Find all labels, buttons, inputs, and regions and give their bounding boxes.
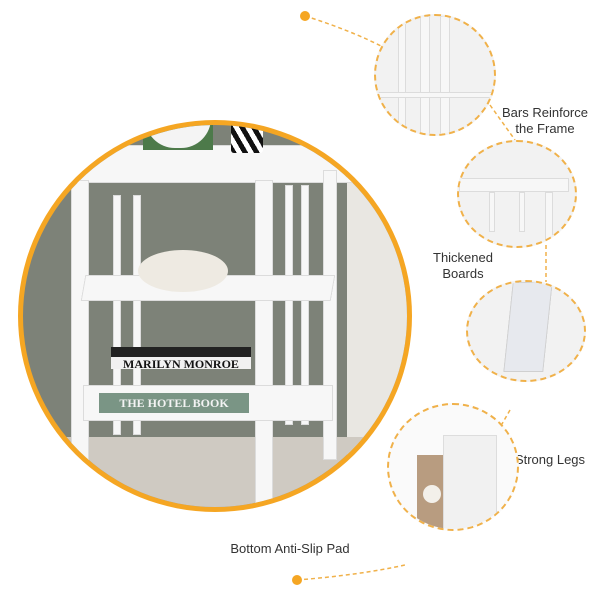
side-bar [113,195,121,435]
label-strong-legs: Strong Legs [500,452,600,468]
detail-bars [374,14,496,136]
label-line: Bars Reinforce [502,105,588,120]
connector-line [296,564,406,581]
label-thickened-boards: Thickened Boards [424,250,502,282]
table-leg [71,180,89,507]
accent-dot [292,575,302,585]
book-marilyn-monroe: MARILYN MONROE [111,347,251,371]
bar [398,16,406,134]
vase [138,250,228,292]
label-line: Bottom Anti-Slip Pad [230,541,350,556]
bar [420,16,430,134]
connector-line [304,15,386,49]
label-line: Thickened [433,250,493,265]
bar [489,192,495,232]
label-line: the Frame [515,121,575,136]
detail-boards [457,140,577,248]
detail-anti-slip-pad [387,403,519,531]
bar [440,16,450,134]
leg [545,192,553,242]
connector-line [489,104,516,141]
leg [443,435,497,529]
label-line: Boards [442,266,484,281]
book-the-hotel-book: THE HOTEL BOOK [99,393,249,413]
label-bars-reinforce: Bars Reinforce the Frame [490,105,600,137]
label-line: Strong Legs [514,452,586,467]
side-bar [285,185,293,425]
side-bar [301,185,309,425]
bar [519,192,525,232]
leg [503,282,553,372]
main-product-photo: MARILYN MONROE THE HOTEL BOOK [18,120,412,512]
bar [376,92,494,98]
plant-pot [145,125,211,148]
table-leg [255,180,273,507]
table-top [64,145,360,183]
label-anti-slip-pad: Bottom Anti-Slip Pad [210,541,370,557]
side-bar [133,195,141,435]
pad [423,485,441,503]
detail-legs [466,280,586,382]
accent-dot [300,11,310,21]
board [459,178,569,192]
zebra-mug [231,125,263,153]
